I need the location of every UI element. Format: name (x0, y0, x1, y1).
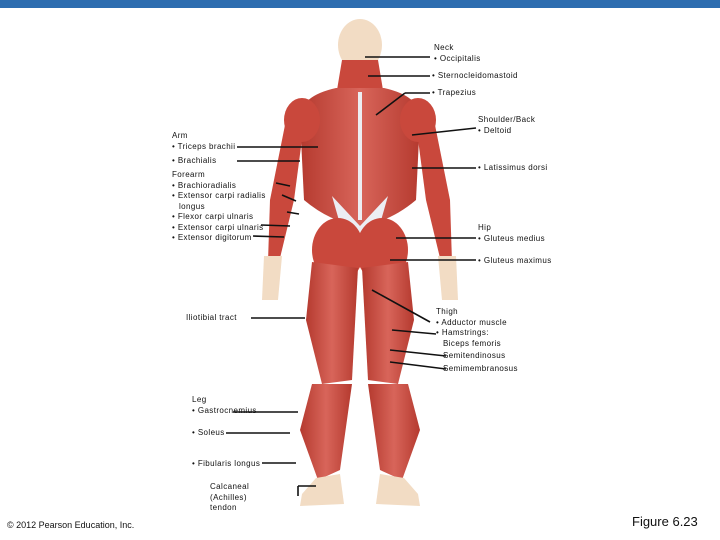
label-thigh-heading: Thigh (436, 307, 459, 316)
neck-muscles (336, 60, 384, 96)
label-adductor-muscle: • Adductor muscle (436, 317, 507, 327)
label-trapezius: • Trapezius (432, 88, 477, 97)
label-shoulder-heading: Shoulder/Back (478, 115, 536, 124)
left-thigh (306, 262, 358, 384)
label-gluteus-medius: • Gluteus medius (478, 233, 546, 243)
right-hand (438, 256, 458, 300)
label-semimembranosus: Semimembranosus (443, 363, 518, 373)
label-hamstrings: • Hamstrings: (436, 328, 489, 337)
label-calcaneal-line3: tendon (210, 503, 237, 512)
label-forearm-heading: Forearm (172, 170, 206, 179)
label-iliotibial-tract: Iliotibial tract (186, 313, 237, 322)
label-brachialis: • Brachialis (172, 156, 217, 165)
right-leg (368, 384, 420, 480)
label-calcaneal-tendon: Calcaneal (Achilles) tendon (210, 482, 249, 514)
label-biceps-femoris: Biceps femoris (443, 338, 502, 348)
label-neck-heading: Neck (434, 43, 454, 52)
label-leg-heading: Leg (192, 395, 207, 404)
label-hip: Hip • Gluteus medius (478, 223, 545, 244)
label-extensor-carpi-radialis-cont: longus (179, 201, 205, 211)
left-hand (262, 256, 282, 300)
left-leg (300, 384, 352, 480)
left-foot (300, 474, 344, 506)
label-extensor-digitorum: • Extensor digitorum (172, 233, 252, 242)
label-soleus: • Soleus (192, 428, 225, 437)
label-calcaneal-line2: (Achilles) (210, 492, 247, 502)
label-occipitalis: • Occipitalis (434, 53, 481, 63)
label-gastrocnemius: • Gastrocnemius (192, 405, 257, 415)
label-thigh: Thigh • Adductor muscle • Hamstrings: Bi… (436, 307, 518, 374)
label-deltoid: • Deltoid (478, 125, 512, 135)
label-gluteus-maximus: • Gluteus maximus (478, 256, 552, 265)
label-extensor-carpi-radialis: • Extensor carpi radialis (172, 191, 266, 200)
label-triceps-brachii: • Triceps brachii (172, 141, 236, 151)
label-latissimus-dorsi: • Latissimus dorsi (478, 163, 548, 172)
label-shoulder-back: Shoulder/Back • Deltoid (478, 115, 535, 136)
label-arm-heading: Arm (172, 131, 188, 140)
right-foot (376, 474, 420, 506)
right-thigh (362, 262, 414, 384)
label-forearm: Forearm • Brachioradialis • Extensor car… (172, 170, 266, 244)
right-arm (416, 120, 452, 262)
label-neck: Neck • Occipitalis (434, 43, 481, 64)
label-fibularis-longus: • Fibularis longus (192, 459, 261, 468)
label-brachioradialis: • Brachioradialis (172, 180, 237, 190)
copyright-notice: © 2012 Pearson Education, Inc. (7, 520, 135, 530)
label-calcaneal-line1: Calcaneal (210, 482, 250, 491)
label-leg: Leg • Gastrocnemius (192, 395, 257, 416)
label-extensor-carpi-ulnaris: • Extensor carpi ulnaris (172, 222, 264, 232)
label-sternocleidomastoid: • Sternocleidomastoid (432, 71, 518, 80)
left-arm (268, 120, 304, 262)
header-bar (0, 0, 720, 8)
figure-number: Figure 6.23 (632, 514, 698, 529)
label-semitendinosus: Semitendinosus (443, 351, 506, 360)
head (338, 19, 382, 71)
label-arm: Arm • Triceps brachii (172, 131, 235, 152)
label-flexor-carpi-ulnaris: • Flexor carpi ulnaris (172, 212, 254, 221)
label-hip-heading: Hip (478, 223, 492, 232)
